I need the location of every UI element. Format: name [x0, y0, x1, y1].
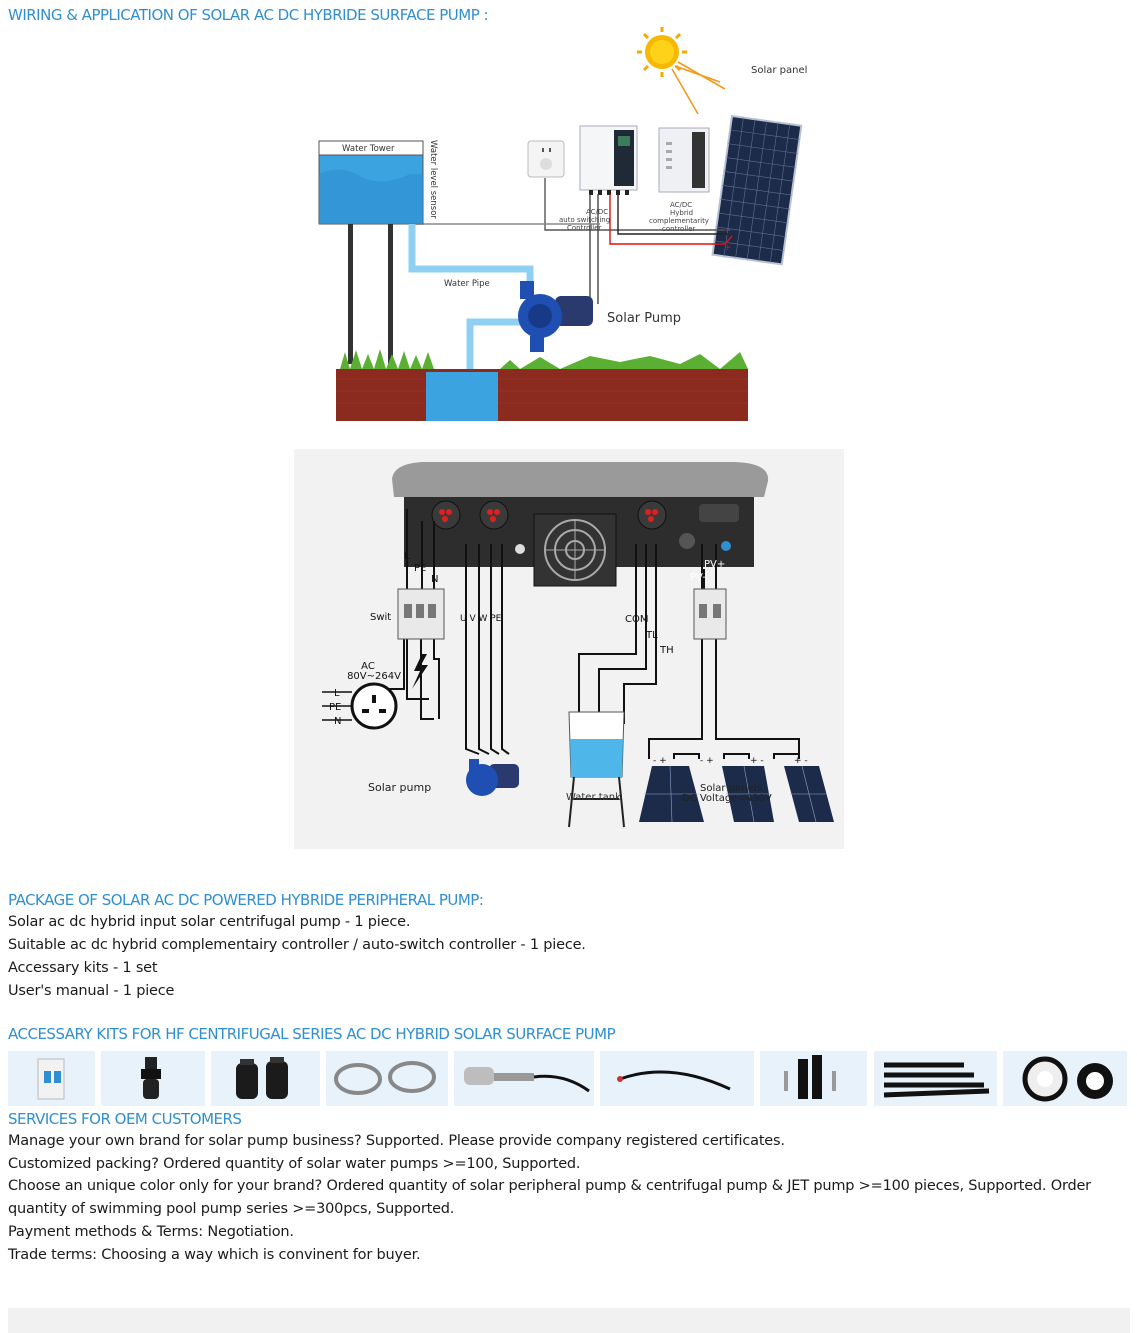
services-item: Payment methods & Terms: Negotiation.: [8, 1224, 294, 1240]
pv-minus-label: PV-: [690, 572, 706, 583]
hybrid-controller-icon: [658, 127, 710, 193]
package-item: Accessary kits - 1 set: [8, 960, 158, 976]
controller-housing: [392, 462, 769, 497]
th-label: TH: [659, 645, 674, 656]
breaker-right-icon: [693, 588, 727, 640]
com-label: COM: [625, 614, 648, 625]
water-tower-label: Water Tower: [342, 144, 395, 154]
footer-bar: [8, 1308, 1130, 1333]
solar-panel-label: Solar panel: [751, 65, 807, 76]
breaker-left-icon: [397, 588, 445, 640]
tl-label: TL: [645, 630, 658, 641]
polarity-1: - +: [653, 756, 667, 766]
switch-label: Swit: [370, 612, 391, 623]
solar-panel-icon: [711, 114, 803, 266]
fittings-icon: [211, 1051, 320, 1106]
plug-N-label: N: [334, 716, 341, 727]
hybrid-label-2: Hybrid: [670, 209, 693, 217]
ac-label: AC: [361, 661, 375, 672]
ac-voltage-label: 80V~264V: [347, 671, 401, 682]
wiring-heading: WIRING & APPLICATION OF SOLAR AC DC HYBR…: [8, 6, 489, 24]
power-plug-icon: [350, 682, 398, 730]
package-item: User's manual - 1 piece: [8, 983, 175, 999]
soil: [336, 369, 748, 421]
uvw-label: U V W PE: [460, 614, 502, 624]
auto-switch-label-1: AC/DC: [586, 208, 608, 216]
fan-icon: [533, 513, 617, 587]
sun-icon: [637, 27, 726, 115]
polarity-4: + -: [794, 756, 808, 766]
wiring-application-diagram: Solar panel AC/DC auto switching Control…: [318, 27, 807, 421]
water-well: [426, 372, 498, 421]
services-item: Trade terms: Choosing a way which is con…: [8, 1247, 421, 1263]
float-sensor-icon: [454, 1051, 594, 1106]
water-pipe-label: Water Pipe: [444, 279, 490, 289]
solar-pump-small-icon: [466, 759, 519, 796]
grass: [340, 349, 748, 369]
hybrid-label-3: complementarity: [649, 217, 709, 225]
connector-icon: [101, 1051, 205, 1106]
package-item: Solar ac dc hybrid input solar centrifug…: [8, 914, 411, 930]
services-heading: SERVICES FOR OEM CUSTOMERS: [8, 1110, 242, 1128]
polarity-3: + -: [750, 756, 764, 766]
breaker-icon: [8, 1051, 95, 1106]
plug-L-label: L: [334, 688, 340, 699]
tape-icon: [1003, 1051, 1127, 1106]
solar-panels-icon: [639, 739, 834, 823]
cable-icon: [600, 1051, 754, 1106]
solar-pump-label: Solar Pump: [607, 311, 681, 326]
water-tank-label: Water tank: [566, 792, 621, 803]
pipes-icon: [874, 1051, 997, 1106]
hybrid-label-1: AC/DC: [670, 201, 692, 209]
plus-label: +: [724, 243, 732, 253]
solar-panels-label: Solar panels: [700, 783, 762, 794]
accessory-heading: ACCESSARY KITS FOR HF CENTRIFUGAL SERIES…: [8, 1025, 616, 1043]
mc4-connector-icon: [760, 1051, 867, 1106]
clamps-icon: [326, 1051, 448, 1106]
wall-socket-icon: [527, 140, 565, 178]
solar-pump-icon: [518, 281, 593, 352]
water-level-sensor-label: Water level sensor: [428, 140, 438, 219]
solar-pump-small-label: Solar pump: [368, 781, 431, 794]
auto-switch-controller-icon: [579, 125, 638, 195]
label-N: N: [431, 574, 438, 585]
pv-plus-label: PV+: [704, 559, 725, 570]
services-item: Choose an unique color only for your bra…: [8, 1178, 1091, 1217]
auto-switch-label-3: Controller: [567, 224, 602, 232]
hybrid-label-4: controller: [662, 225, 696, 233]
plug-PE-label: PE: [329, 702, 341, 713]
lightning-icon: [412, 654, 428, 689]
label-PE: PE: [414, 563, 426, 574]
polarity-2: - +: [700, 756, 714, 766]
services-item: Customized packing? Ordered quantity of …: [8, 1156, 581, 1172]
auto-switch-label-2: auto switching: [559, 216, 610, 224]
services-item: Manage your own brand for solar pump bus…: [8, 1133, 785, 1149]
package-heading: PACKAGE OF SOLAR AC DC POWERED HYBRIDE P…: [8, 891, 484, 909]
label-L: L: [404, 551, 410, 562]
water-tank-icon: [568, 711, 625, 828]
minus-label: -: [724, 225, 727, 235]
dc-voltage-label: DC Voltage<430V: [682, 793, 772, 804]
package-item: Suitable ac dc hybrid complementairy con…: [8, 937, 586, 953]
controller-wiring-diagram: L PE N Swit AC 80V~264V L PE N U V W PE …: [294, 449, 844, 849]
